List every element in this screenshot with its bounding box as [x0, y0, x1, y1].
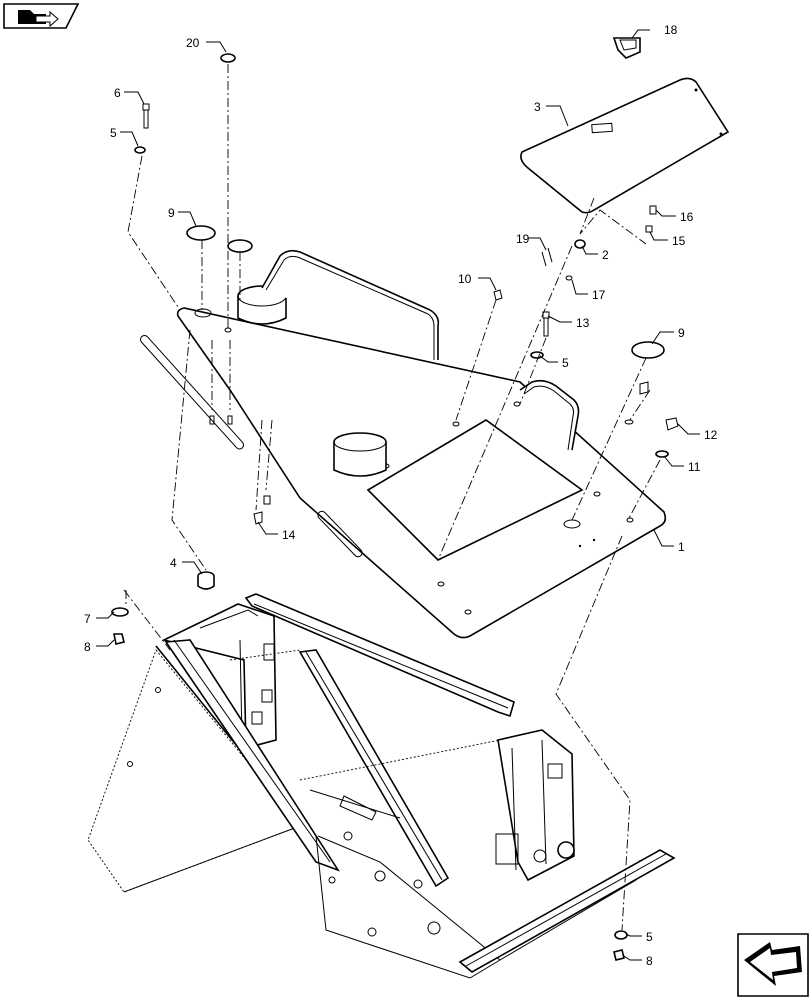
- callout-9: 9: [168, 206, 175, 220]
- callout-8: 8: [646, 954, 653, 968]
- hardware: [111, 53, 679, 961]
- callout-20: 20: [186, 36, 200, 50]
- callout-18: 18: [664, 23, 678, 37]
- callout-14: 14: [282, 528, 296, 542]
- floor-panel: [139, 249, 667, 639]
- callout-7: 7: [84, 612, 91, 626]
- callout-2: 2: [602, 248, 609, 262]
- callout-5: 5: [562, 356, 569, 370]
- callout-9: 9: [678, 326, 685, 340]
- callout-4: 4: [170, 556, 177, 570]
- callout-5: 5: [646, 930, 653, 944]
- navigate-arrow-icon[interactable]: [737, 933, 809, 997]
- callout-13: 13: [576, 316, 590, 330]
- alignment-lines: [123, 64, 661, 931]
- callout-11: 11: [688, 460, 701, 474]
- callout-17: 17: [592, 288, 606, 302]
- callout-19: 19: [516, 232, 530, 246]
- callout-8: 8: [84, 640, 91, 654]
- cover-plate: [520, 77, 730, 214]
- callout-15: 15: [672, 234, 686, 248]
- callout-3: 3: [534, 100, 541, 114]
- callout-6: 6: [114, 86, 121, 100]
- callout-leaders: [96, 29, 700, 961]
- callout-10: 10: [458, 272, 472, 286]
- clip: [612, 37, 641, 59]
- frame-assembly: [87, 593, 676, 979]
- callout-5: 5: [110, 126, 117, 140]
- folder-arrow-icon[interactable]: [3, 3, 80, 29]
- callout-labels: 20 6 5 9 18 3 19 2 16 15 17 10 13 5 9 12…: [84, 23, 718, 968]
- callout-12: 12: [704, 428, 718, 442]
- callout-1: 1: [678, 540, 685, 554]
- callout-16: 16: [680, 210, 694, 224]
